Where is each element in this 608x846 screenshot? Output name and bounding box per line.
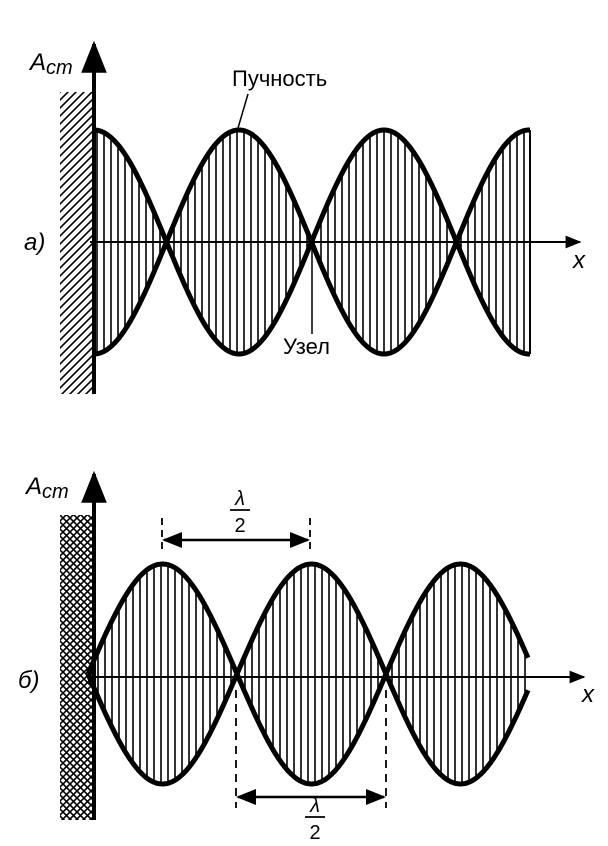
dimension-bottom: λ 2 xyxy=(235,690,387,844)
panel-label-b: б) xyxy=(18,667,40,694)
lower-envelope xyxy=(85,667,531,787)
diagram-b: Aст x б) λ 2 λ 2 xyxy=(18,470,595,844)
lambda-numerator: λ xyxy=(234,488,245,510)
upper-envelope xyxy=(94,127,530,244)
dimension-top: λ 2 xyxy=(161,488,311,550)
antinode-label: Пучность xyxy=(232,66,327,91)
lower-envelope xyxy=(94,240,530,357)
y-axis-label: Aст xyxy=(24,473,69,503)
standing-wave-envelope xyxy=(85,561,531,787)
wave-fill-hatching xyxy=(90,564,526,784)
hatched-wall xyxy=(60,92,92,394)
y-axis-label: Aст xyxy=(28,49,73,79)
panel-label-a: а) xyxy=(24,229,45,256)
x-axis-label: x xyxy=(572,247,586,274)
lambda-numerator: λ xyxy=(309,795,320,817)
diagram-a: Aст x а) Пучность Узел xyxy=(24,40,586,394)
upper-envelope xyxy=(85,561,531,681)
crosshatched-wall xyxy=(60,515,92,820)
node-label: Узел xyxy=(283,334,330,359)
x-axis-label: x xyxy=(581,681,595,708)
lambda-denominator: 2 xyxy=(234,515,245,537)
lambda-denominator: 2 xyxy=(309,822,320,844)
antinode-pointer xyxy=(237,93,249,129)
